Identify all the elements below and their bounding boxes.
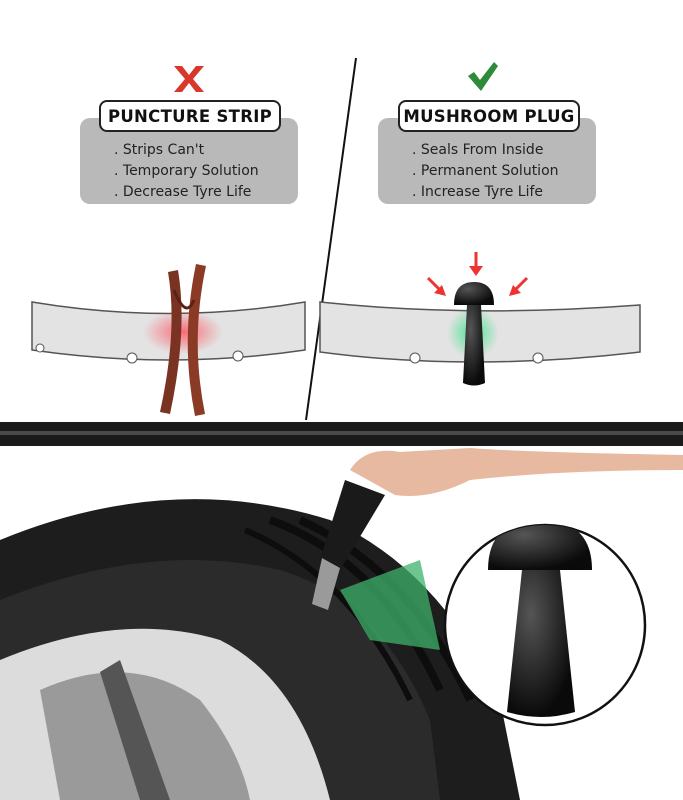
cross-icon (174, 66, 204, 92)
insertion-tool-image (312, 448, 683, 650)
point: . Seals From Inside (412, 142, 544, 158)
divider-line (305, 57, 357, 421)
point: . Decrease Tyre Life (114, 184, 252, 200)
tyre-photo (0, 499, 520, 800)
tyre-section-right (319, 301, 641, 364)
pressure-arrows-icon (426, 252, 529, 296)
puncture-strip-image (160, 264, 206, 416)
point: . Temporary Solution (114, 163, 259, 179)
separator-band (0, 422, 683, 446)
mushroom-plug-title: MUSHROOM PLUG (398, 100, 580, 132)
puncture-strip-points: . Strips Can't . Temporary Solution . De… (80, 118, 298, 203)
point: . Increase Tyre Life (412, 184, 543, 200)
check-icon (468, 62, 498, 91)
mushroom-plug-image (454, 282, 494, 386)
plug-closeup-inset (443, 523, 647, 727)
point: . Strips Can't (114, 142, 205, 158)
tyre-section-left (31, 301, 306, 364)
puncture-strip-title: PUNCTURE STRIP (99, 100, 281, 132)
mushroom-plug-points: . Seals From Inside . Permanent Solution… (378, 118, 596, 203)
puncture-strip-card: . Strips Can't . Temporary Solution . De… (80, 118, 298, 204)
point: . Permanent Solution (412, 163, 559, 179)
mushroom-plug-card: . Seals From Inside . Permanent Solution… (378, 118, 596, 204)
